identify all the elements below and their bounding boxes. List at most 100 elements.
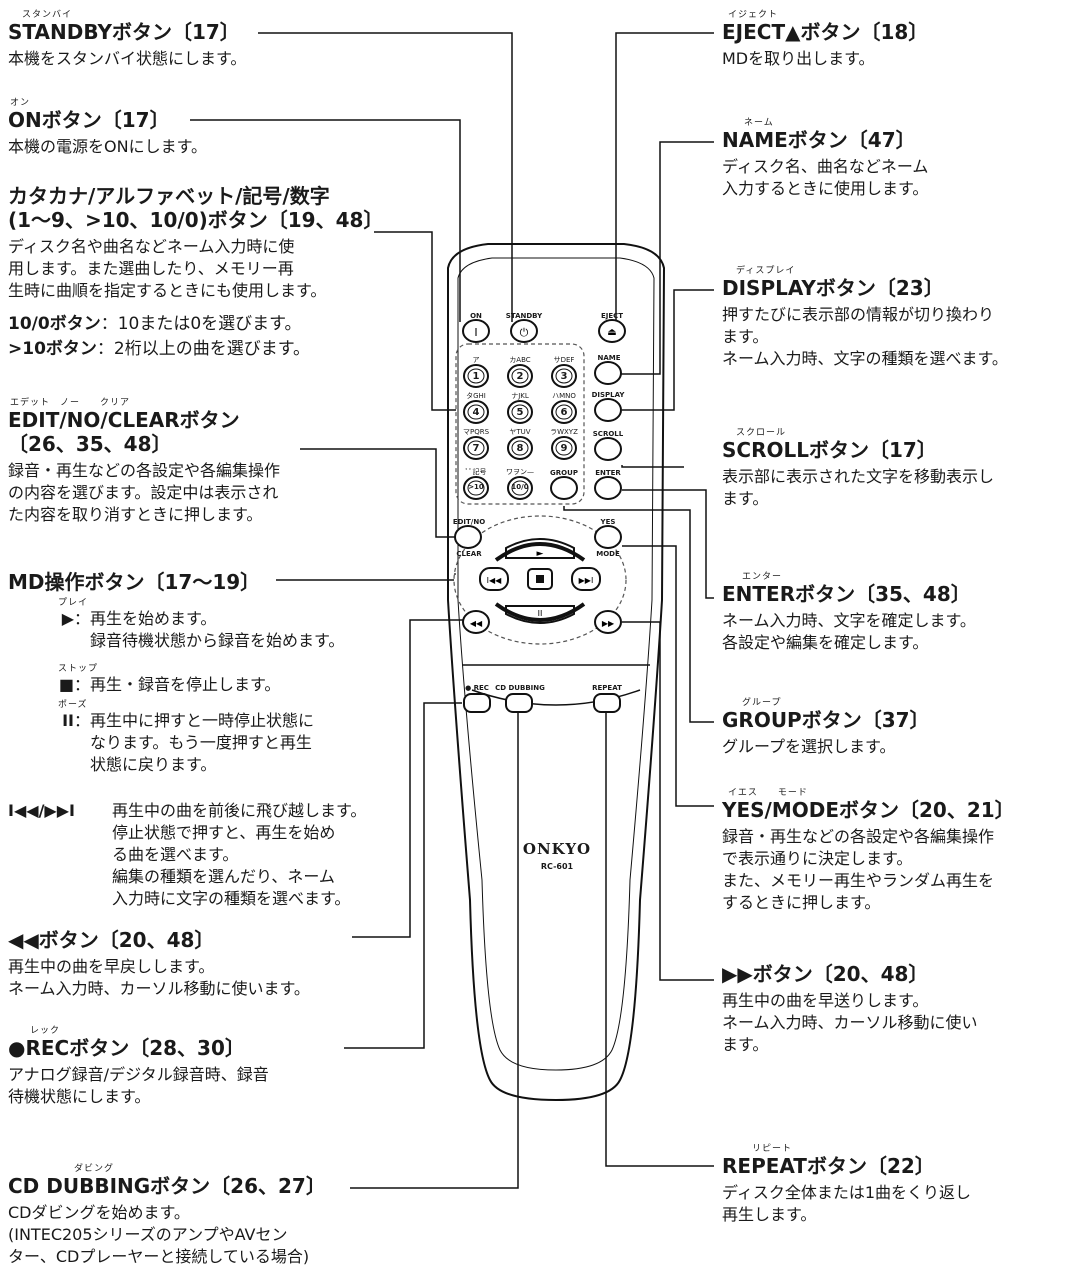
repeat-title: REPEATボタン〔22〕 [722, 1154, 935, 1178]
numeric-desc-3: 生時に曲順を指定するときにも使用します。 [8, 281, 327, 300]
numeric-title-1: カタカナ/アルファベット/記号/数字 [8, 184, 330, 208]
group-ruby: グループ [742, 698, 782, 708]
repeat-callout: リピート REPEATボタン〔22〕 ディスク全体または1曲をくり返し 再生しま… [722, 1144, 1062, 1226]
stop-symbol: ■ [58, 675, 74, 694]
pause-button[interactable]: II [505, 605, 575, 624]
yes-desc-1: 録音・再生などの各設定や各編集操作 [722, 827, 995, 846]
group-desc: グループを選択します。 [722, 737, 896, 756]
ff-button[interactable]: ▶▶ [594, 610, 622, 634]
rew-button[interactable]: ◀◀ [462, 610, 490, 634]
eject-button[interactable]: ⏏ [598, 319, 626, 343]
yes-button[interactable] [594, 525, 622, 549]
leader-repeat [605, 710, 714, 1167]
ten-zero-desc: ：10または0を選びます。 [100, 314, 302, 334]
num-key-digit: 7 [472, 443, 480, 454]
num-key-digit: 5 [516, 407, 524, 418]
standby-button[interactable]: ⏻ [510, 319, 538, 343]
cddub-desc-2: (INTEC205シリーズのアンプやAVセン [8, 1225, 288, 1244]
play-item: プレイ ▶ ：再生を始めます。 録音待機状態から録音を始めます。 [40, 598, 420, 652]
repeat-ruby: リピート [752, 1144, 793, 1154]
stop-button[interactable] [527, 568, 553, 590]
num-key-kana: サDEF [553, 356, 575, 364]
name-title: NAMEボタン〔47〕 [722, 128, 916, 152]
repeat-desc-1: ディスク全体または1曲をくり返し [722, 1183, 972, 1202]
num-key-kana: ヤTUV [509, 428, 531, 436]
enter-desc-2: 各設定や編集を確定します。 [722, 633, 929, 652]
label-scroll: SCROLL [592, 430, 624, 438]
repeat-button[interactable] [593, 693, 621, 713]
standby-title: STANDBYボタン〔17〕 [8, 20, 240, 44]
play-desc-2: 録音待機状態から録音を始めます。 [74, 631, 345, 650]
name-button[interactable] [594, 361, 622, 385]
rec-desc-2: 待機状態にします。 [8, 1087, 151, 1106]
rec-ruby: レック [30, 1026, 61, 1036]
skip-item: I◀◀/▶▶I 再生中の曲を前後に飛び越します。 停止状態で押すと、再生を始め … [8, 800, 418, 910]
num-key-digit: 6 [560, 407, 568, 418]
skip-desc-3: る曲を選べます。 [112, 845, 239, 864]
play-button[interactable]: ► [505, 538, 575, 559]
md-title: MD操作ボタン〔17〜19〕 [8, 570, 261, 594]
scroll-button[interactable] [594, 437, 622, 461]
label-editno: EDIT/NO [452, 518, 486, 526]
group-title: GROUPボタン〔37〕 [722, 708, 930, 732]
pause-desc-2: なります。もう一度押すと再生 [74, 733, 312, 752]
leader-name [620, 141, 714, 375]
display-button[interactable] [594, 398, 622, 422]
on-ruby: オン [10, 98, 31, 108]
stop-item: ストップ ■ ：再生・録音を停止します。 [40, 664, 420, 696]
next-button[interactable]: ▶▶I [571, 567, 601, 591]
display-desc-1: 押すたびに表示部の情報が切り換わり [722, 305, 995, 324]
standby-ruby: スタンバイ [22, 10, 73, 20]
display-desc-3: ネーム入力時、文字の種類を選べます。 [722, 349, 1008, 368]
on-callout: オン ONボタン〔17〕 本機の電源をONにします。 [8, 98, 388, 158]
label-repeat: REPEAT [592, 684, 622, 692]
over-ten-desc: ：2桁以上の曲を選びます。 [96, 339, 311, 359]
scroll-desc-2: ます。 [722, 489, 769, 508]
rec-button[interactable] [463, 693, 491, 713]
numeric-desc-2: 用します。また選曲したり、メモリー再 [8, 259, 294, 278]
rec-title: ●RECボタン〔28、30〕 [8, 1036, 245, 1060]
leader-scroll [621, 465, 684, 468]
yes-title: YES/MODEボタン〔20、21〕 [722, 798, 1015, 822]
repeat-desc-2: 再生します。 [722, 1205, 817, 1224]
leader-display [622, 289, 714, 411]
display-desc-2: ます。 [722, 327, 769, 346]
rew-callout: ◀◀ボタン〔20、48〕 再生中の曲を早戻しします。 ネーム入力時、カーソル移動… [8, 928, 408, 1000]
edit-callout: エデット ノー クリア EDIT/NO/CLEARボタン 〔26、35、48〕 … [8, 398, 398, 526]
enter-callout: エンター ENTERボタン〔35、48〕 ネーム入力時、文字を確定します。 各設… [722, 572, 1062, 654]
name-callout: ネーム NAMEボタン〔47〕 ディスク名、曲名などネーム 入力するときに使用し… [722, 118, 1062, 200]
group-button[interactable] [550, 476, 578, 500]
enter-button[interactable] [594, 476, 622, 500]
prev-button[interactable]: I◀◀ [479, 567, 509, 591]
num-key-digit: 2 [516, 371, 524, 382]
on-button[interactable]: I [462, 319, 490, 343]
leader-ff [622, 621, 714, 981]
num-key-kana: マPQRS [462, 428, 490, 436]
name-ruby: ネーム [744, 118, 774, 128]
leader-yes [622, 545, 714, 807]
yes-desc-2: で表示通りに決定します。 [722, 849, 913, 868]
skip-desc-1: 再生中の曲を前後に飛び越します。 [112, 801, 367, 820]
eject-desc: MDを取り出します。 [722, 49, 875, 68]
cddub-button[interactable] [505, 693, 533, 713]
edit-title-1: EDIT/NO/CLEARボタン [8, 408, 240, 432]
cddub-desc-3: ター、CDプレーヤーと接続している場合) [8, 1247, 310, 1266]
model-label: RC-601 [540, 862, 574, 871]
num-key-kana: ﾟﾟ記号 [465, 468, 487, 476]
num-key-digit: 9 [560, 443, 568, 454]
leader-enter [622, 489, 714, 599]
skip-desc-5: 入力時に文字の種類を選べます。 [112, 889, 351, 908]
eject-callout: イジェクト EJECT▲ボタン〔18〕 MDを取り出します。 [722, 10, 1062, 70]
skip-desc-4: 編集の種類を選んだり、ネーム [112, 867, 335, 886]
label-yes: YES [600, 518, 616, 526]
editno-button[interactable] [454, 525, 482, 549]
label-name: NAME [597, 354, 621, 362]
over-ten-label: >10ボタン [8, 339, 97, 359]
leader-group [563, 506, 714, 723]
num-key-digit: >10 [468, 483, 484, 491]
rew-desc-2: ネーム入力時、カーソル移動に使います。 [8, 979, 310, 998]
numeric-callout: カタカナ/アルファベット/記号/数字 (1〜9、>10、10/0)ボタン〔19、… [8, 184, 408, 362]
play-desc-1: ：再生を始めます。 [74, 609, 217, 628]
numeric-desc-1: ディスク名や曲名などネーム入力時に使 [8, 237, 295, 256]
standby-callout: スタンバイ STANDBYボタン〔17〕 本機をスタンバイ状態にします。 [8, 10, 388, 70]
